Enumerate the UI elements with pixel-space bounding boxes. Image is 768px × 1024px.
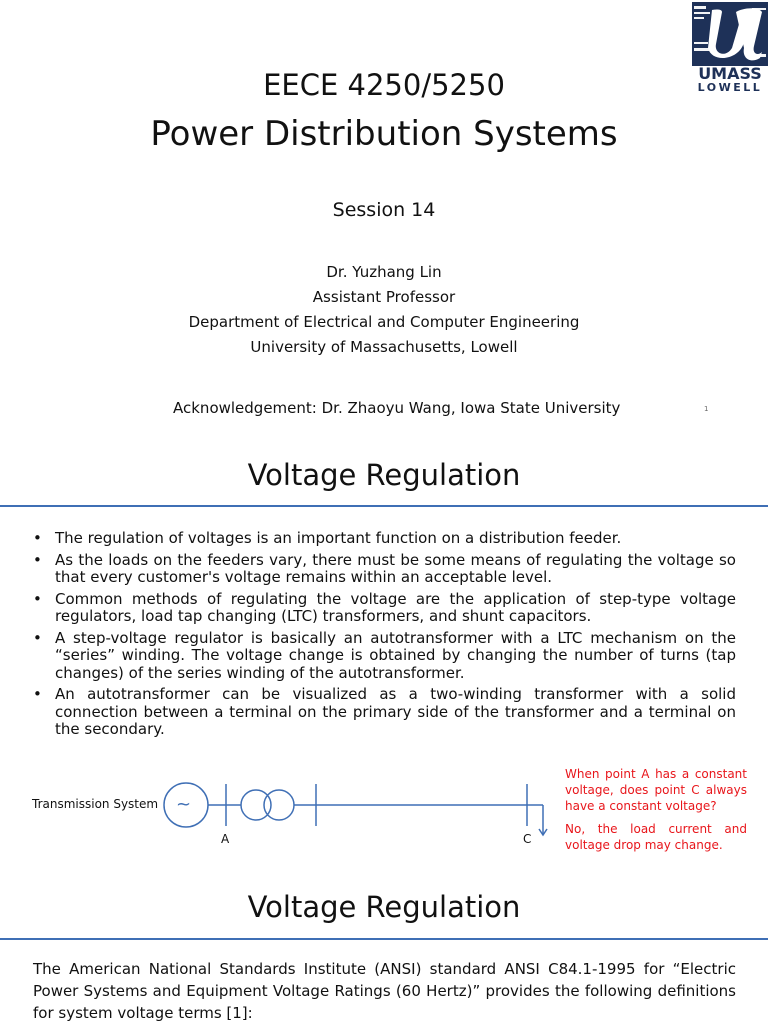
sine-symbol: ~ bbox=[176, 794, 192, 815]
list-item: As the loads on the feeders vary, there … bbox=[33, 551, 736, 587]
umass-logo-mark-icon bbox=[692, 2, 768, 66]
voltage-regulation-slide-2: Voltage Regulation The American National… bbox=[0, 864, 768, 1024]
transformer-primary-icon bbox=[240, 789, 272, 821]
author-block: Dr. Yuzhang Lin Assistant Professor Depa… bbox=[0, 260, 768, 360]
slide-title: Voltage Regulation bbox=[247, 458, 521, 492]
umass-lowell-logo: UMASS LOWELL bbox=[692, 2, 768, 94]
one-line-diagram: Transmission System ~ A C bbox=[0, 758, 768, 858]
author-university: University of Massachusetts, Lowell bbox=[250, 338, 518, 356]
annotation-question: When point A has a constant voltage, doe… bbox=[565, 767, 747, 813]
source-label: Transmission System bbox=[32, 797, 159, 811]
author-position: Assistant Professor bbox=[312, 288, 456, 306]
session-label: Session 14 bbox=[332, 199, 436, 221]
transformer-secondary-icon bbox=[263, 789, 295, 821]
page-number: 1 bbox=[704, 405, 709, 413]
circuit-drawing bbox=[163, 782, 548, 837]
course-title: Power Distribution Systems bbox=[150, 114, 618, 154]
slide-title: Voltage Regulation bbox=[247, 890, 521, 924]
list-item: An autotransformer can be visualized as … bbox=[33, 685, 736, 739]
point-a-label: A bbox=[221, 832, 230, 846]
annotation-answer: No, the load current and voltage drop ma… bbox=[565, 822, 747, 852]
point-c-label: C bbox=[523, 832, 532, 846]
title-divider bbox=[0, 505, 768, 507]
voltage-regulation-slide: Voltage Regulation The regulation of vol… bbox=[0, 432, 768, 864]
course-code: EECE 4250/5250 bbox=[263, 68, 505, 102]
title-divider bbox=[0, 938, 768, 940]
list-item: The regulation of voltages is an importa… bbox=[33, 529, 736, 548]
body-paragraph: The American National Standards Institut… bbox=[33, 960, 736, 1022]
author-department: Department of Electrical and Computer En… bbox=[188, 313, 580, 331]
logo-text-lowell: LOWELL bbox=[697, 81, 763, 94]
logo-text-umass: UMASS bbox=[698, 64, 762, 83]
list-item: A step-voltage regulator is basically an… bbox=[33, 629, 736, 683]
title-slide: UMASS LOWELL EECE 4250/5250 Power Distri… bbox=[0, 0, 768, 432]
author-name: Dr. Yuzhang Lin bbox=[326, 263, 442, 281]
bullet-list: The regulation of voltages is an importa… bbox=[33, 529, 736, 743]
acknowledgement: Acknowledgement: Dr. Zhaoyu Wang, Iowa S… bbox=[173, 399, 621, 417]
list-item: Common methods of regulating the voltage… bbox=[33, 590, 736, 626]
